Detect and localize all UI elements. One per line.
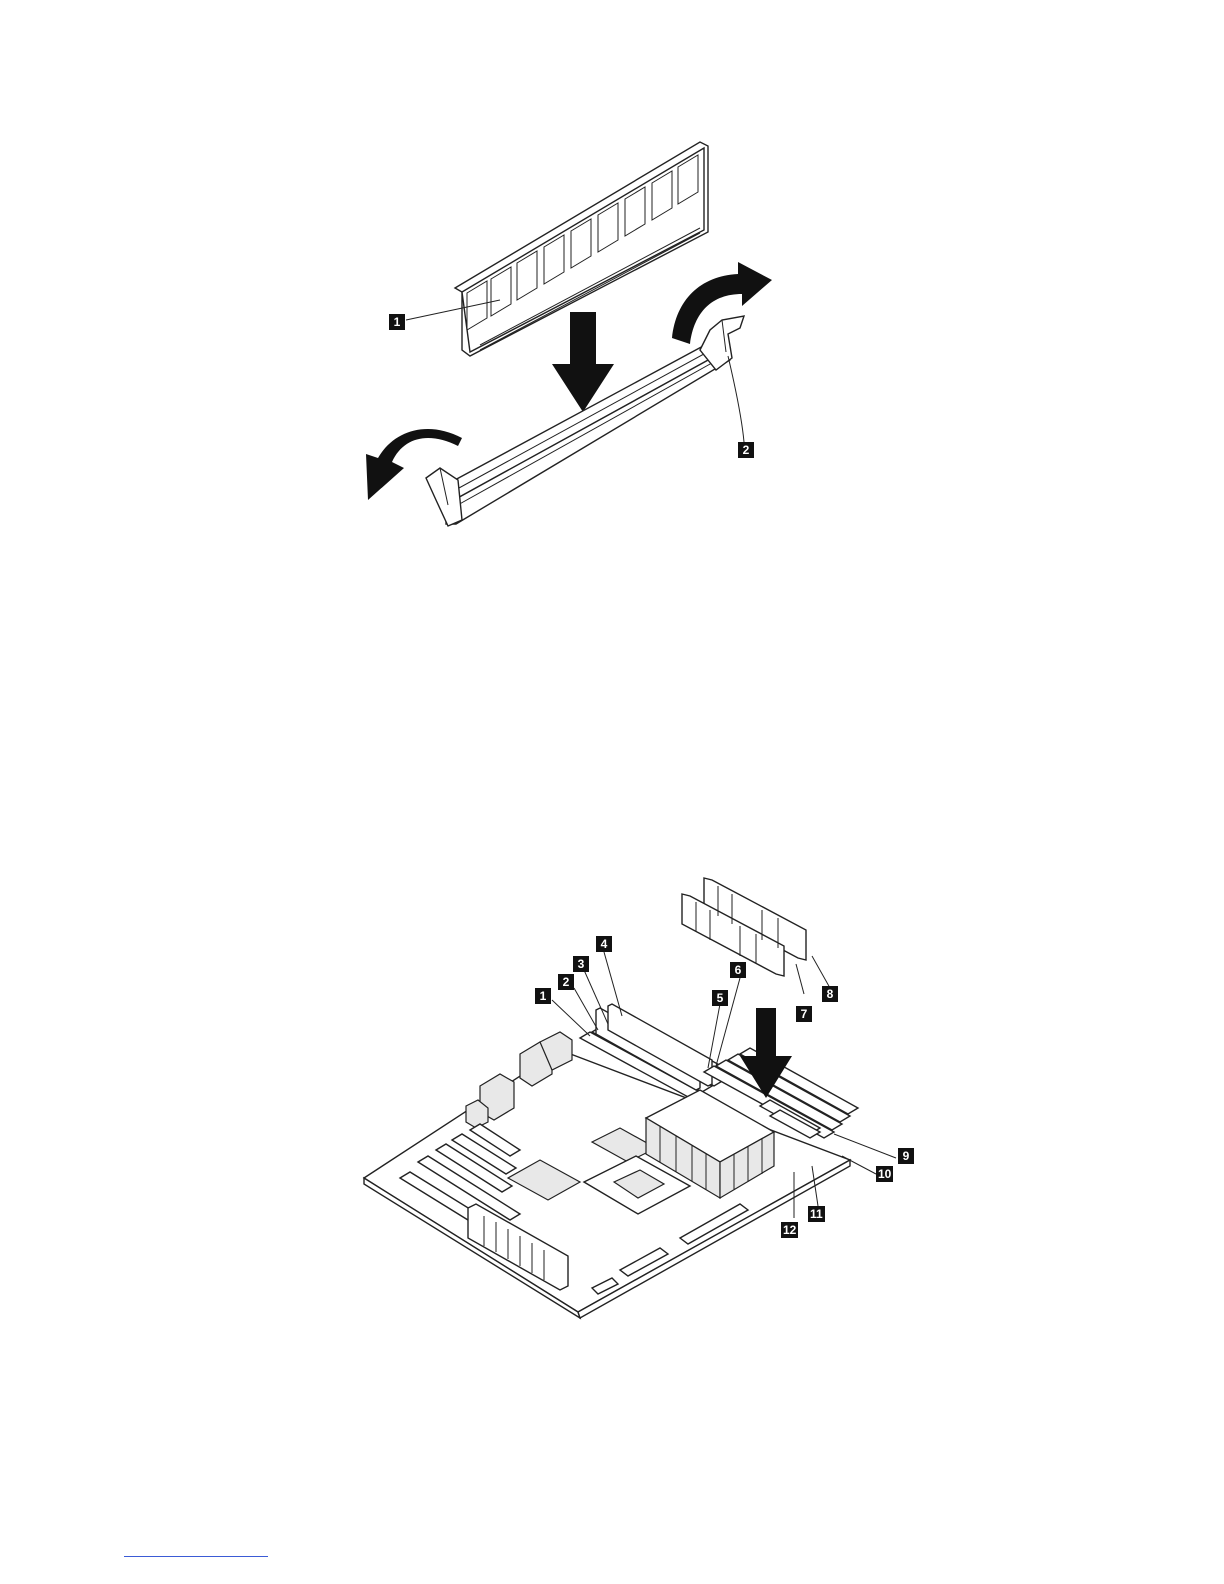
callout-connector-10: 10 (876, 1166, 893, 1182)
callout-connector-3: 3 (573, 956, 589, 972)
system-board-illustration (0, 860, 1224, 1340)
callout-connector-2: 2 (558, 974, 574, 990)
callout-connector-12: 12 (781, 1222, 798, 1238)
callout-connector-6: 6 (730, 962, 746, 978)
down-arrow-icon (552, 312, 614, 412)
callout-connector-9: 9 (898, 1148, 914, 1164)
dimm-installation-figure: 1 2 (0, 0, 1224, 560)
system-board-figure: 1 2 3 4 5 6 7 8 9 10 11 12 (0, 860, 1224, 1340)
callout-connector-11: 11 (808, 1206, 825, 1222)
callout-connector-1: 1 (535, 988, 551, 1004)
callout-connector-5: 5 (712, 990, 728, 1006)
callout-connector-8: 8 (822, 986, 838, 1002)
dimm-installation-illustration (0, 0, 1224, 560)
footnote-rule (124, 1556, 268, 1557)
callout-dimm: 1 (389, 314, 405, 330)
callout-connector-4: 4 (596, 936, 612, 952)
left-retaining-clip (426, 468, 462, 526)
callout-retaining-clip: 2 (738, 442, 754, 458)
leader-line-2 (728, 356, 744, 442)
callout-connector-7: 7 (796, 1006, 812, 1022)
